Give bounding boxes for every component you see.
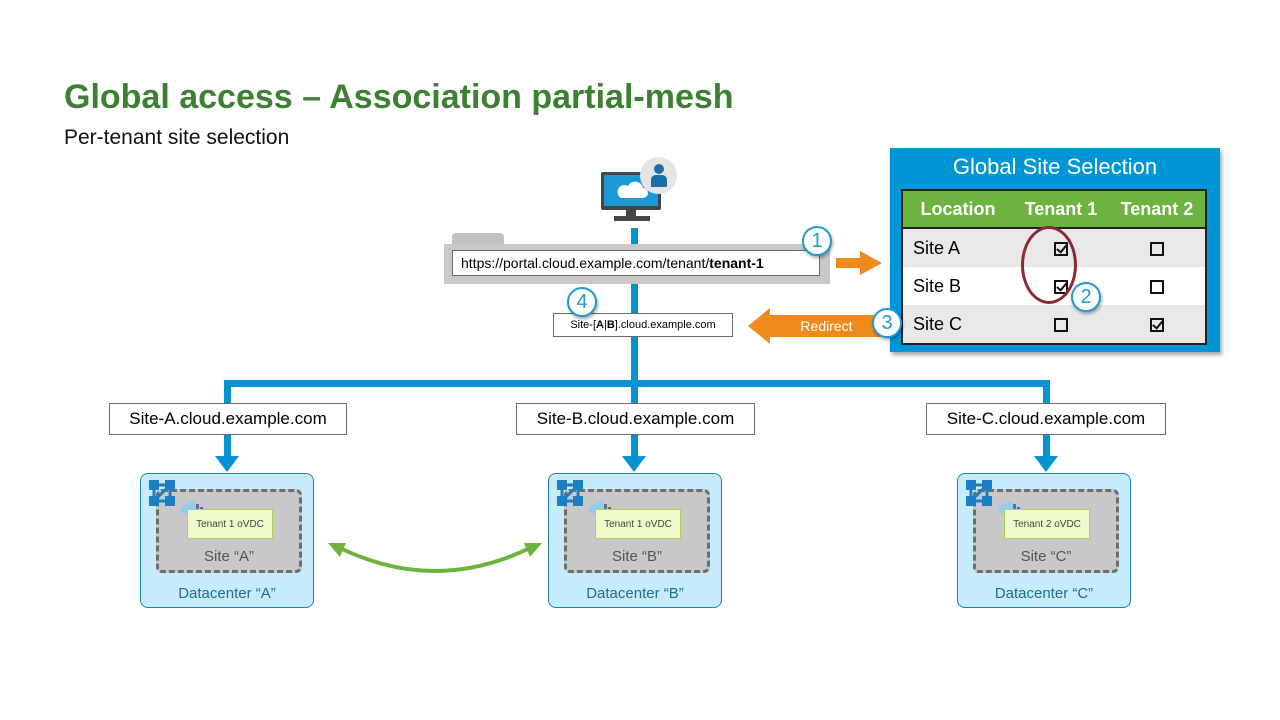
connector-trunk — [631, 284, 638, 314]
col-tenant-1: Tenant 1 — [1013, 190, 1109, 229]
tenant-ovdc-a: Tenant 1 oVDC — [187, 509, 273, 539]
site-a-fqdn: Site-A.cloud.example.com — [109, 403, 347, 435]
fqdn-separator: | — [603, 319, 607, 331]
url-tenant: tenant-1 — [709, 255, 764, 271]
connector-drop-a — [224, 380, 231, 404]
table-header-row: Location Tenant 1 Tenant 2 — [902, 190, 1206, 229]
datacenter-c-name: Datacenter “C” — [994, 585, 1094, 602]
col-tenant-2: Tenant 2 — [1108, 190, 1206, 229]
arrow-to-dc-b — [622, 456, 646, 472]
redirect-arrow-head — [748, 308, 770, 344]
monitor-base — [614, 216, 650, 221]
association-arrow — [328, 543, 542, 573]
datacenter-a-name: Datacenter “A” — [178, 585, 276, 602]
connector-c-dc — [1043, 435, 1050, 457]
connector-horizontal — [224, 380, 1050, 387]
connector-monitor-browser — [631, 228, 638, 244]
checkbox-site-c-tenant-1[interactable] — [1053, 317, 1068, 332]
step-badge-3: 3 — [872, 308, 902, 338]
col-location: Location — [902, 190, 1013, 229]
arrow-to-dc-c — [1034, 456, 1058, 472]
table-row: Site C — [902, 305, 1206, 344]
lookup-arrow-head — [860, 251, 882, 275]
tenant-1-highlight-ellipse — [1021, 226, 1077, 304]
step-badge-4: 4 — [567, 287, 597, 317]
checkbox-site-c-tenant-2[interactable] — [1149, 317, 1164, 332]
tenant-ovdc-b: Tenant 1 oVDC — [595, 509, 681, 539]
redirect-arrow-label: Redirect — [769, 315, 884, 337]
cloud-icon — [617, 181, 648, 198]
step-badge-2: 2 — [1071, 282, 1101, 312]
row-location: Site B — [913, 275, 962, 296]
row-location: Site A — [902, 228, 1013, 267]
lookup-arrow-body — [836, 258, 862, 268]
arrow-to-dc-a — [215, 456, 239, 472]
site-a-name: Site “A” — [203, 548, 254, 565]
datacenter-b-name: Datacenter “B” — [586, 585, 684, 602]
user-icon — [640, 157, 677, 194]
network-icon — [149, 480, 175, 506]
step-badge-1: 1 — [802, 226, 832, 256]
connector-drop-b — [631, 385, 638, 404]
site-c-fqdn: Site-C.cloud.example.com — [926, 403, 1166, 435]
url-prefix: https://portal.cloud.example.com/tenant/ — [461, 255, 710, 271]
checkbox-site-a-tenant-2[interactable] — [1149, 241, 1164, 256]
network-icon — [966, 480, 992, 506]
site-b-fqdn: Site-B.cloud.example.com — [516, 403, 755, 435]
fqdn-prefix: Site-[ — [570, 319, 597, 331]
fqdn-site-b: B — [606, 319, 615, 331]
gss-title: Global Site Selection — [952, 154, 1158, 179]
connector-trunk-lower — [631, 337, 638, 385]
site-c-name: Site “C” — [1020, 548, 1072, 565]
network-icon — [557, 480, 583, 506]
tenant-ovdc-c: Tenant 2 oVDC — [1004, 509, 1090, 539]
connector-a-dc — [224, 435, 231, 457]
fqdn-suffix: ].cloud.example.com — [614, 319, 716, 331]
monitor-stand — [626, 210, 636, 216]
checkbox-site-b-tenant-2[interactable] — [1149, 279, 1164, 294]
redirect-target-fqdn: Site-[A|B].cloud.example.com — [553, 313, 733, 337]
url-bar[interactable]: https://portal.cloud.example.com/tenant/… — [452, 250, 820, 276]
connector-drop-c — [1043, 380, 1050, 404]
slide-subtitle: Per-tenant site selection — [64, 126, 290, 149]
fqdn-site-a: A — [596, 319, 604, 331]
connector-b-dc — [631, 435, 638, 457]
browser-tab — [452, 233, 504, 245]
row-location: Site C — [902, 305, 1013, 344]
site-b-name: Site “B” — [611, 548, 662, 565]
slide-title: Global access – Association partial-mesh — [64, 78, 734, 116]
